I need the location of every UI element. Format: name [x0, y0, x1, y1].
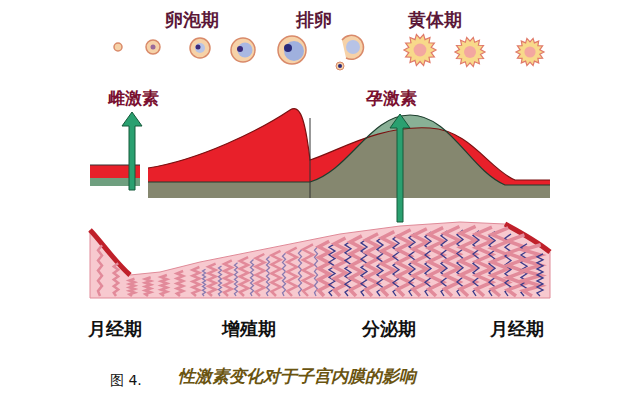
follicle-row [114, 35, 363, 70]
figure-number: 图 4. [110, 372, 142, 389]
phase-label: 月经期 [490, 318, 544, 340]
phase-label: 孕激素 [366, 88, 417, 108]
endometrium [90, 222, 550, 298]
phase-label: 卵泡期 [165, 9, 219, 31]
phase-label: 月经期 [88, 318, 142, 340]
phase-label: 黄体期 [408, 9, 462, 31]
figure-caption: 性激素变化对于子宫内膜的影响 [178, 366, 416, 386]
corpus-luteum [404, 34, 544, 66]
phase-label: 分泌期 [362, 318, 416, 340]
phase-label: 排卵 [296, 9, 332, 31]
phase-label: 雌激素 [108, 88, 159, 108]
hormone-graph [90, 109, 550, 222]
phase-label: 增殖期 [222, 318, 276, 340]
